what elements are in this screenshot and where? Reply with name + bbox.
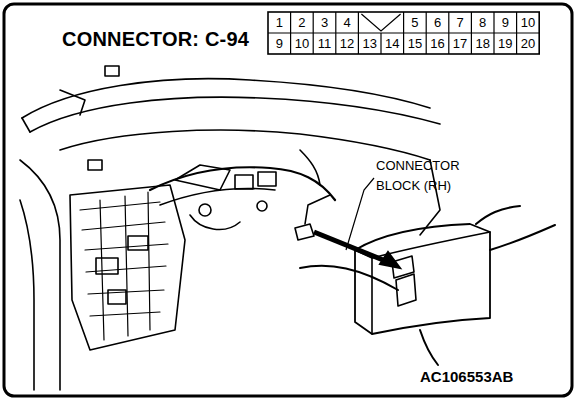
pin-number: 12 xyxy=(340,37,354,50)
fastener xyxy=(257,201,267,211)
pin-grid-border xyxy=(268,12,539,54)
pin-number: 13 xyxy=(362,37,376,50)
connector-title: CONNECTOR: C-94 xyxy=(62,28,249,51)
pin-number: 17 xyxy=(453,37,467,50)
dash-outline xyxy=(20,200,34,390)
callout-arrow xyxy=(314,232,388,262)
connector-key xyxy=(361,14,400,31)
pin-number: 15 xyxy=(408,37,422,50)
pin-number: 1 xyxy=(276,16,283,29)
pin-number: 11 xyxy=(318,37,332,50)
wire xyxy=(420,330,438,365)
connector-block-small xyxy=(295,224,314,240)
pin-number: 8 xyxy=(479,16,486,29)
connector xyxy=(235,175,253,189)
pin-number: 6 xyxy=(434,16,441,29)
connector xyxy=(128,236,148,250)
pin-number: 10 xyxy=(521,16,535,29)
callout-arrowhead xyxy=(380,252,400,268)
pin-number: 9 xyxy=(502,16,509,29)
connector xyxy=(108,290,126,304)
pin-number: 2 xyxy=(298,16,305,29)
pin-number: 10 xyxy=(295,37,309,50)
connector xyxy=(96,258,118,274)
frame xyxy=(4,4,572,396)
callout-label: CONNECTOR BLOCK (RH) xyxy=(376,156,494,196)
wire xyxy=(300,150,320,185)
dash-outline xyxy=(20,160,60,390)
pin-number: 4 xyxy=(343,16,350,29)
pin-number: 3 xyxy=(321,16,328,29)
fastener xyxy=(199,204,211,216)
pin-number: 5 xyxy=(411,16,418,29)
wire xyxy=(300,266,398,290)
dash-outline xyxy=(22,118,30,132)
dash-outline xyxy=(60,130,430,160)
pin-grid xyxy=(268,12,539,54)
pin-number: 16 xyxy=(430,37,444,50)
pin-number: 14 xyxy=(385,37,399,50)
bracket xyxy=(60,90,85,115)
wire-harness xyxy=(150,167,335,200)
wire xyxy=(190,215,240,229)
clip xyxy=(88,160,102,170)
wire xyxy=(490,225,555,250)
relay xyxy=(175,165,230,190)
pin-number: 7 xyxy=(456,16,463,29)
dash-outline xyxy=(30,97,440,132)
pin-number: 9 xyxy=(276,37,283,50)
pin-number: 20 xyxy=(521,37,535,50)
pin-divider xyxy=(380,33,381,54)
leader-line xyxy=(346,178,374,250)
wire xyxy=(476,206,520,224)
figure-code: AC106553AB xyxy=(420,368,513,385)
pin-number: 18 xyxy=(475,37,489,50)
connector xyxy=(258,172,276,186)
harness-cluster xyxy=(70,185,185,350)
pin-number: 19 xyxy=(498,37,512,50)
clip xyxy=(105,66,119,76)
connector-block xyxy=(355,250,372,334)
harness-cluster xyxy=(100,192,150,340)
harness-cluster xyxy=(80,202,168,316)
wire xyxy=(305,195,330,224)
pin-divider xyxy=(268,32,539,33)
